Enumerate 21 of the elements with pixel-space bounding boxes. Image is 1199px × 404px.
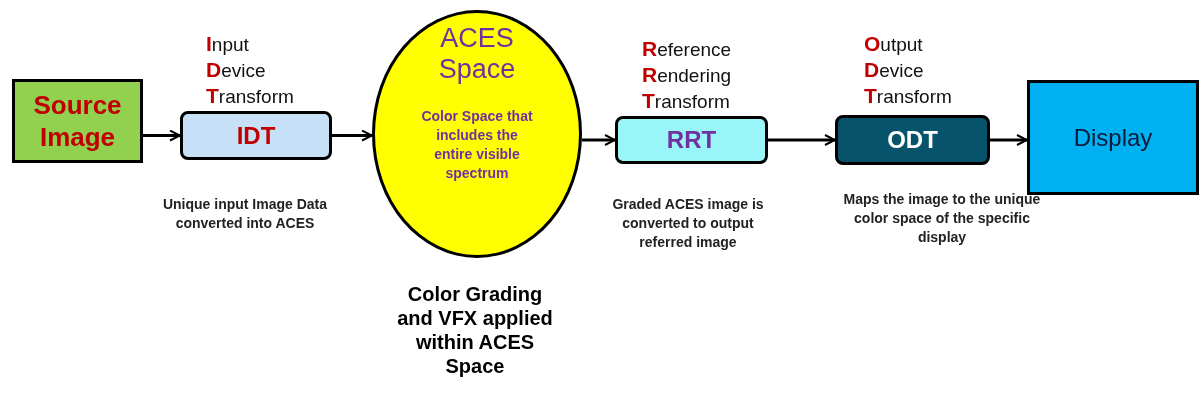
- description-text: Unique input Image Data converted into ACES: [161, 195, 329, 233]
- arrow: [143, 129, 181, 142]
- box-label: Display: [1073, 122, 1153, 153]
- process-box: [12, 79, 143, 163]
- ellipse-description: Color Space that includes the entire visible spectrum: [421, 107, 533, 183]
- box-label: IDT: [236, 120, 276, 151]
- description-text: Color Grading and VFX applied within ACES Space: [396, 282, 554, 378]
- box-label: RRT: [666, 125, 717, 155]
- process-box: [1027, 80, 1199, 195]
- acronym-heading: Output Device Transform: [864, 31, 952, 109]
- arrow: [581, 134, 616, 146]
- ellipse-title: ACES Space: [437, 23, 517, 85]
- arrow: [990, 134, 1028, 146]
- arrow: [332, 129, 373, 142]
- box-label: Source Image: [32, 89, 123, 153]
- box-label: ODT: [887, 125, 938, 155]
- acronym-heading: Reference Rendering Transform: [642, 36, 732, 114]
- description-text: Graded ACES image is converted to output referred image: [611, 195, 765, 252]
- description-text: Maps the image to the unique color space of the specific display: [842, 190, 1042, 247]
- acronym-heading: Input Device Transform: [206, 31, 294, 109]
- arrow: [768, 134, 836, 146]
